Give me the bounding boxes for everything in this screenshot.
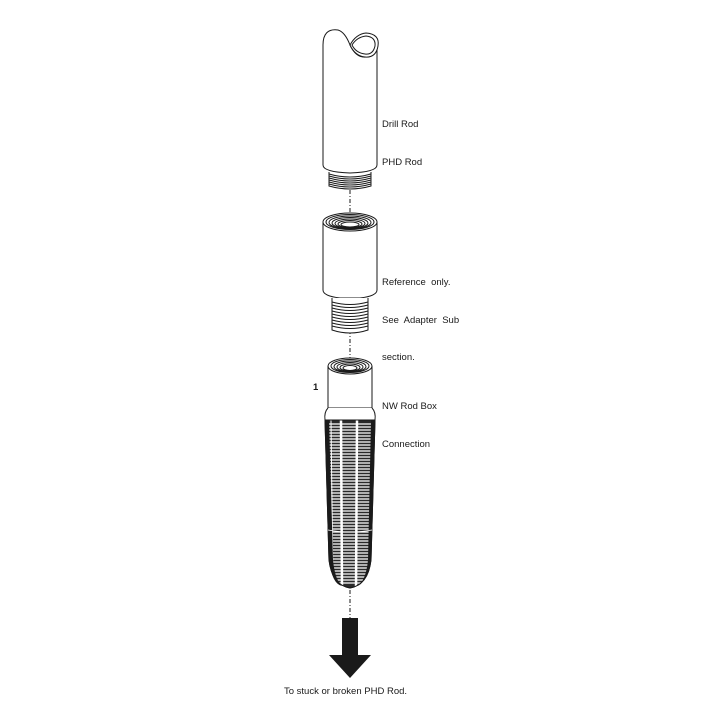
arrow-caption: To stuck or broken PHD Rod.	[284, 686, 408, 697]
adapter-sub-label: Reference only. See Adapter Sub section.	[382, 252, 459, 377]
nw-rod-box-drawing	[324, 357, 376, 425]
callout-number: 1	[313, 382, 319, 393]
adapter-sub-drawing	[322, 212, 378, 334]
adapter-sub-label-line-1: Reference only.	[382, 277, 451, 288]
drill-rod-drawing	[322, 29, 379, 190]
spear-body-drawing	[324, 419, 376, 589]
drill-rod-label: Drill Rod PHD Rod	[382, 94, 422, 182]
drill-rod-label-line-1: Drill Rod	[382, 119, 419, 130]
arrow-down-icon	[329, 618, 371, 678]
adapter-sub-label-line-2: See Adapter Sub	[382, 314, 460, 326]
nw-rod-box-label: NW Rod Box Connection	[382, 376, 437, 464]
nw-rod-box-label-line-2: Connection	[382, 438, 431, 450]
drill-rod-label-line-2: PHD Rod	[382, 156, 423, 168]
nw-rod-box-label-line-1: NW Rod Box	[382, 401, 437, 412]
adapter-sub-label-line-3: section.	[382, 352, 415, 363]
